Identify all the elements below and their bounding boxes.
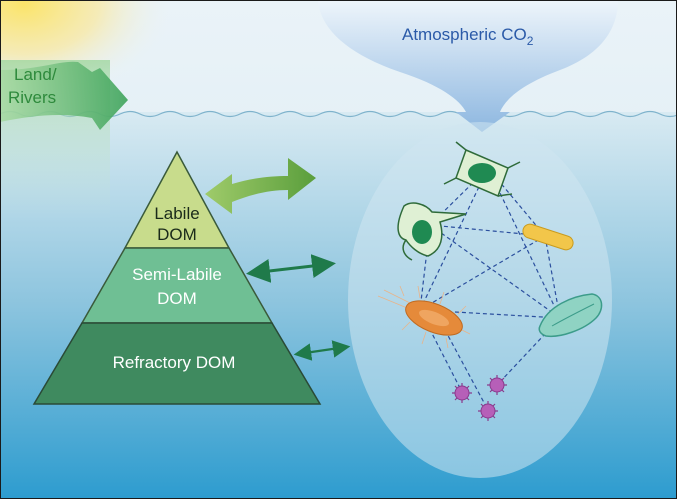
land-rivers-label-line1: Land/ — [14, 65, 57, 84]
atmospheric-co2-label: Atmospheric CO2 — [402, 25, 534, 48]
flagellated-bacterium-icon — [377, 285, 471, 349]
dinoflagellate-icon — [397, 202, 467, 261]
labile-label-line1: Labile — [154, 204, 199, 223]
labile-exchange-arrow-icon — [205, 158, 316, 214]
dom-pyramid — [32, 150, 322, 405]
refractory-dom-tier — [32, 322, 322, 405]
semi-labile-exchange-arrow-icon — [246, 254, 336, 283]
refractory-label: Refractory DOM — [113, 353, 236, 372]
semi-labile-label-line2: DOM — [157, 289, 197, 308]
semi-labile-label-line1: Semi-Labile — [132, 265, 222, 284]
land-rivers-label-line2: Rivers — [8, 88, 56, 107]
refractory-exchange-arrow-icon — [293, 340, 351, 361]
labile-label-line2: DOM — [157, 225, 197, 244]
virus-icon — [452, 375, 507, 421]
land-river-arrow-icon — [0, 61, 128, 130]
atmospheric-plume-icon — [318, 0, 618, 132]
rod-bacterium-icon — [522, 223, 574, 251]
diatom-icon — [443, 141, 521, 198]
cyanobacterium-icon — [538, 293, 603, 338]
